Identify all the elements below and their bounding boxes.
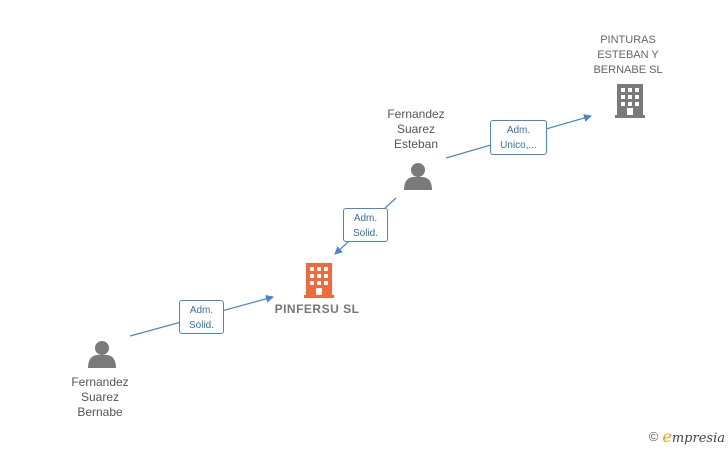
person-label-bernabe[interactable]: Fernandez Suarez Bernabe: [71, 375, 129, 419]
empresia-logo: © empresia: [649, 427, 725, 446]
person-icon[interactable]: [404, 163, 432, 190]
edge-label-bernabe-to-pinfersu: Adm. Solid.: [179, 300, 224, 334]
building-icon[interactable]: [615, 84, 645, 118]
building-icon[interactable]: [304, 263, 334, 298]
person-icon[interactable]: [88, 341, 116, 368]
brand-initial: e: [662, 427, 672, 446]
brand-name: mpresia: [671, 431, 725, 446]
company-label-pinfersu[interactable]: PINFERSU SL: [274, 302, 360, 316]
edge-label-esteban-to-pinfersu: Adm. Solid.: [343, 208, 388, 242]
person-label-esteban[interactable]: Fernandez Suarez Esteban: [387, 107, 445, 151]
edge-label-esteban-to-pinturas: Adm. Unico,...: [490, 120, 547, 155]
company-label-pinturas[interactable]: PINTURAS ESTEBAN Y BERNABE SL: [593, 34, 663, 76]
copyright-symbol: ©: [648, 429, 659, 444]
